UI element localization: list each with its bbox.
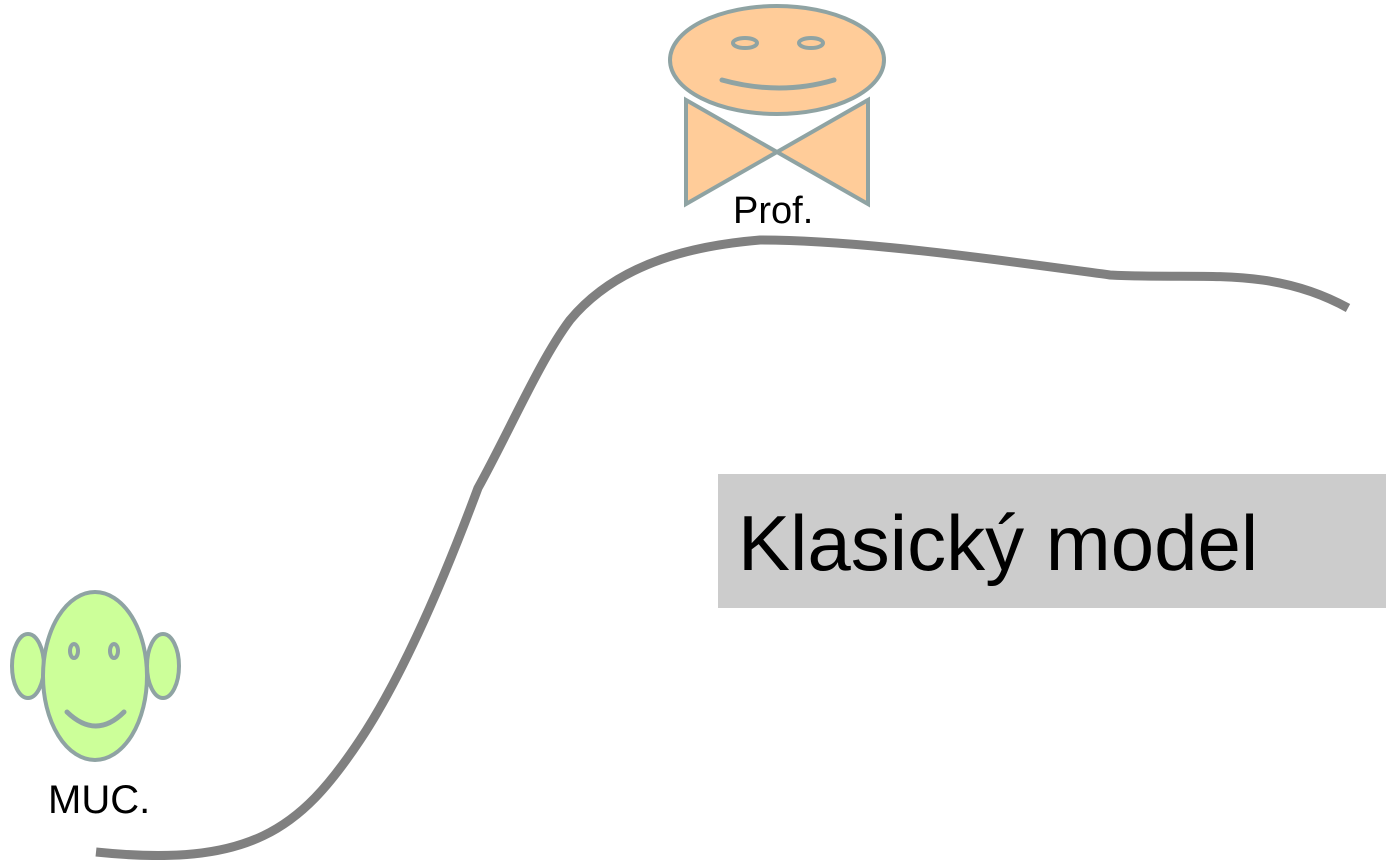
- career-curve: [95, 235, 1351, 860]
- professor-right-eye: [797, 36, 825, 50]
- slide-title: Klasický model: [738, 499, 1259, 587]
- student-right-ear: [145, 632, 181, 700]
- professor-smile: [719, 77, 837, 91]
- student-smile: [64, 709, 127, 729]
- professor-label: Prof.: [733, 190, 814, 232]
- professor-head: [668, 4, 886, 116]
- student-label: MUC.: [48, 778, 151, 822]
- title-box: Klasický model: [718, 474, 1386, 608]
- student-left-ear: [10, 632, 46, 700]
- student-figure: [10, 590, 181, 762]
- student-head: [41, 590, 149, 762]
- professor-figure: [668, 4, 886, 208]
- student-left-eye: [68, 642, 80, 660]
- professor-left-eye: [731, 36, 759, 50]
- bow-tie: [684, 96, 870, 208]
- student-right-eye: [108, 642, 120, 660]
